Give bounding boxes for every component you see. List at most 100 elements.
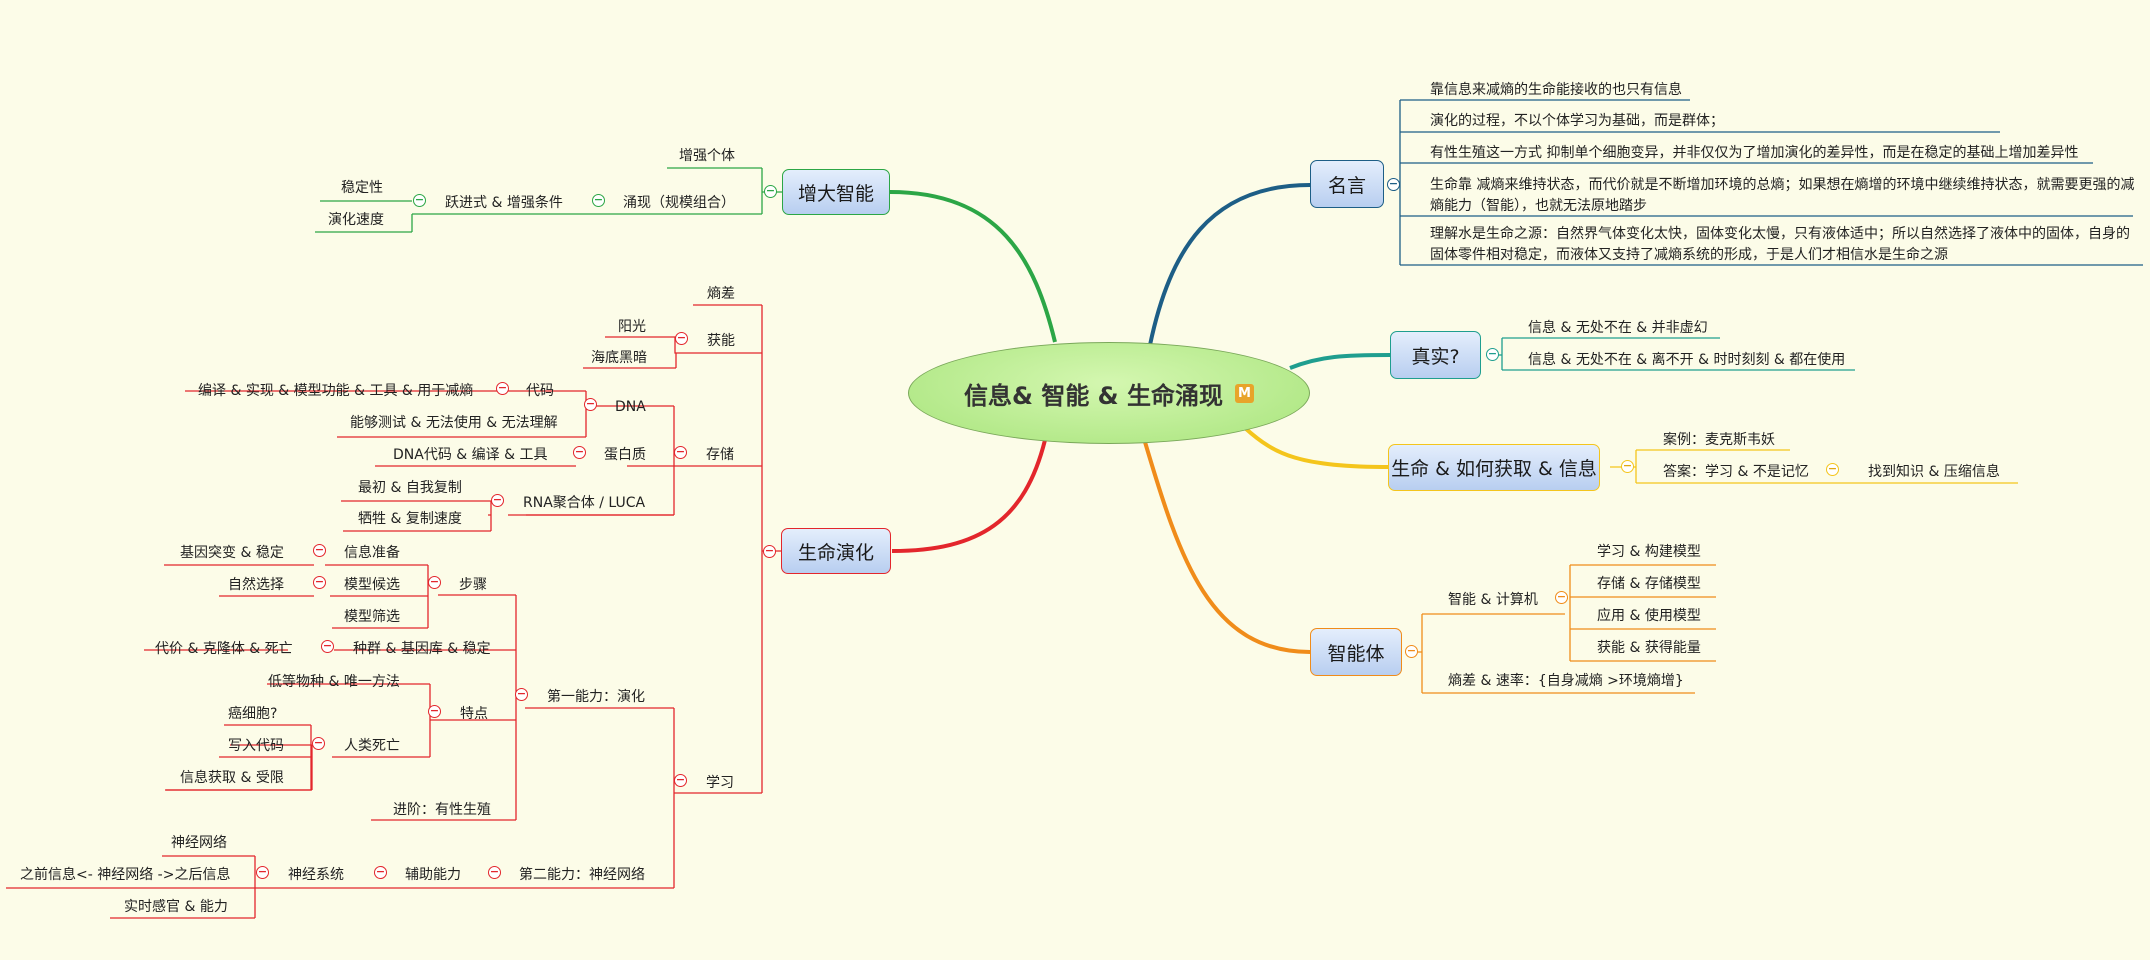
first-steps: 步骤 [459, 577, 487, 593]
shengming-answer: 答案：学习 & 不是记忆 [1663, 464, 1809, 480]
quote-2: 演化的过程，不以个体学习为基础，而是群体； [1430, 113, 1724, 129]
xuexi-first: 第一能力：演化 [547, 689, 645, 705]
collapse-steps-icon[interactable]: − [428, 575, 441, 589]
rna-item-1: 最初 & 自我复制 [358, 480, 462, 496]
collapse-first-icon[interactable]: − [515, 687, 528, 701]
topic-shengming[interactable]: 生命 & 如何获取 & 信息 [1388, 444, 1600, 491]
collapse-protein-icon[interactable]: − [573, 445, 586, 459]
central-topic-title: 信息& 智能 & 生命涌现 [964, 381, 1223, 410]
collapse-nervous-icon[interactable]: − [256, 865, 269, 879]
second-aux: 辅助能力 [405, 867, 461, 883]
topic-yanhua[interactable]: 生命演化 [781, 528, 891, 574]
edge-root-zengda [889, 190, 1057, 343]
collapse-prepare-icon[interactable]: − [313, 543, 326, 557]
candidate-detail: 自然选择 [228, 577, 284, 593]
collapse-zengda-icon[interactable]: − [764, 184, 777, 198]
edge-root-zhinengti [1143, 441, 1311, 654]
zengda-speed: 演化速度 [328, 212, 384, 228]
population-detail: 代价 & 克隆体 & 死亡 [155, 641, 293, 657]
collapse-zhenshi-icon[interactable]: − [1486, 347, 1499, 361]
edge-root-mingyan [1148, 183, 1311, 346]
computer-item-2: 存储 & 存储模型 [1597, 576, 1701, 592]
first-advanced: 进阶：有性生殖 [393, 802, 491, 818]
collapse-dna-icon[interactable]: − [584, 397, 597, 411]
quote-1: 靠信息来减熵的生命能接收的也只有信息 [1430, 82, 1682, 98]
huoneng-sun: 阳光 [618, 319, 646, 335]
first-population: 种群 & 基因库 & 稳定 [353, 641, 491, 657]
topic-zhinengti-title: 智能体 [1327, 642, 1385, 665]
topic-zhenshi-title: 真实? [1411, 345, 1460, 368]
yanhua-xuexi: 学习 [706, 775, 734, 791]
collapse-mingyan-icon[interactable]: − [1387, 177, 1400, 191]
topic-yanhua-title: 生命演化 [797, 541, 874, 564]
collapse-answer-icon[interactable]: − [1826, 462, 1839, 476]
collapse-features-icon[interactable]: − [428, 704, 441, 718]
protein-detail: DNA代码 & 编译 & 工具 [393, 447, 548, 463]
zhenshi-item-2: 信息 & 无处不在 & 离不开 & 时时刻刻 & 都在使用 [1528, 352, 1846, 368]
steps-filter: 模型筛选 [344, 609, 400, 625]
topic-zhenshi[interactable]: 真实? [1390, 331, 1481, 379]
zengda-emerge: 涌现（规模组合） [623, 195, 735, 211]
yanhua-shangcha: 熵差 [707, 286, 735, 302]
collapse-emerge-icon[interactable]: − [592, 193, 605, 207]
quote-3: 有性生殖这一方式 抑制单个细胞变异，并非仅仅为了增加演化的差异性，而是在稳定的基… [1430, 145, 2079, 161]
zhinengti-lines [1405, 564, 1716, 694]
collapse-code-icon[interactable]: − [496, 381, 509, 395]
collapse-huoneng-icon[interactable]: − [675, 331, 688, 345]
dna-code: 代码 [526, 383, 554, 399]
collapse-yanhua-icon[interactable]: − [763, 544, 776, 558]
yanhua-lines [6, 304, 782, 919]
cunchu-dna: DNA [615, 399, 646, 415]
zengda-stable: 稳定性 [341, 180, 383, 196]
collapse-human-icon[interactable]: − [312, 736, 325, 750]
collapse-shengming-icon[interactable]: − [1621, 459, 1634, 473]
collapse-computer-icon[interactable]: − [1555, 590, 1568, 604]
zhinengti-computer: 智能 & 计算机 [1448, 592, 1538, 608]
steps-prepare: 信息准备 [344, 545, 400, 561]
steps-candidate: 模型候选 [344, 577, 400, 593]
topic-zengda[interactable]: 增大智能 [782, 169, 890, 215]
nervous-realtime: 实时感官 & 能力 [124, 899, 228, 915]
edge-root-shengming [1243, 426, 1391, 469]
collapse-candidate-icon[interactable]: − [313, 575, 326, 589]
dna-detect: 能够测试 & 无法使用 & 无法理解 [350, 415, 558, 431]
cunchu-rna: RNA聚合体 / LUCA [523, 495, 646, 511]
huoneng-dark: 海底黑暗 [591, 350, 647, 366]
zengda-lines [315, 167, 782, 233]
zengda-enhance: 增强个体 [679, 148, 735, 164]
edge-root-zhenshi [1289, 353, 1391, 370]
collapse-second-icon[interactable]: − [488, 865, 501, 879]
collapse-aux-icon[interactable]: − [374, 865, 387, 879]
yanhua-huoneng: 获能 [707, 333, 735, 349]
collapse-rna-icon[interactable]: − [491, 493, 504, 507]
prepare-detail: 基因突变 & 稳定 [180, 545, 284, 561]
central-topic[interactable]: 信息& 智能 & 生命涌现 M [908, 342, 1310, 444]
yanhua-cunchu: 存储 [706, 447, 734, 463]
computer-item-1: 学习 & 构建模型 [1597, 544, 1701, 560]
edge-root-yanhua [891, 439, 1047, 553]
human-cancer: 癌细胞? [228, 706, 278, 722]
collapse-xuexi-icon[interactable]: − [674, 773, 687, 787]
xuexi-second: 第二能力：神经网络 [519, 867, 645, 883]
rna-item-2: 牺牲 & 复制速度 [358, 511, 462, 527]
zhenshi-item-1: 信息 & 无处不在 & 并非虚幻 [1528, 320, 1708, 336]
mingyan-lines [1393, 99, 2143, 266]
collapse-zhinengti-icon[interactable]: − [1405, 644, 1418, 658]
topic-zhinengti[interactable]: 智能体 [1310, 628, 1402, 676]
second-nervous: 神经系统 [288, 867, 344, 883]
zhinengti-entropy-rate: 熵差 & 速率：{自身减熵 >环境熵增} [1448, 673, 1684, 689]
features-low: 低等物种 & 唯一方法 [268, 674, 400, 690]
first-features: 特点 [460, 706, 488, 722]
topic-mingyan-title: 名言 [1327, 174, 1366, 197]
collapse-cunchu-icon[interactable]: − [674, 445, 687, 459]
nervous-before-after: 之前信息<- 神经网络 ->之后信息 [20, 867, 231, 883]
zengda-leap: 跃进式 & 增强条件 [445, 195, 563, 211]
collapse-population-icon[interactable]: − [321, 639, 334, 653]
marker-m-icon: M [1234, 383, 1254, 403]
collapse-leap-icon[interactable]: − [413, 193, 426, 207]
cunchu-protein: 蛋白质 [604, 447, 646, 463]
features-human: 人类死亡 [344, 738, 400, 754]
topic-mingyan[interactable]: 名言 [1310, 160, 1384, 208]
